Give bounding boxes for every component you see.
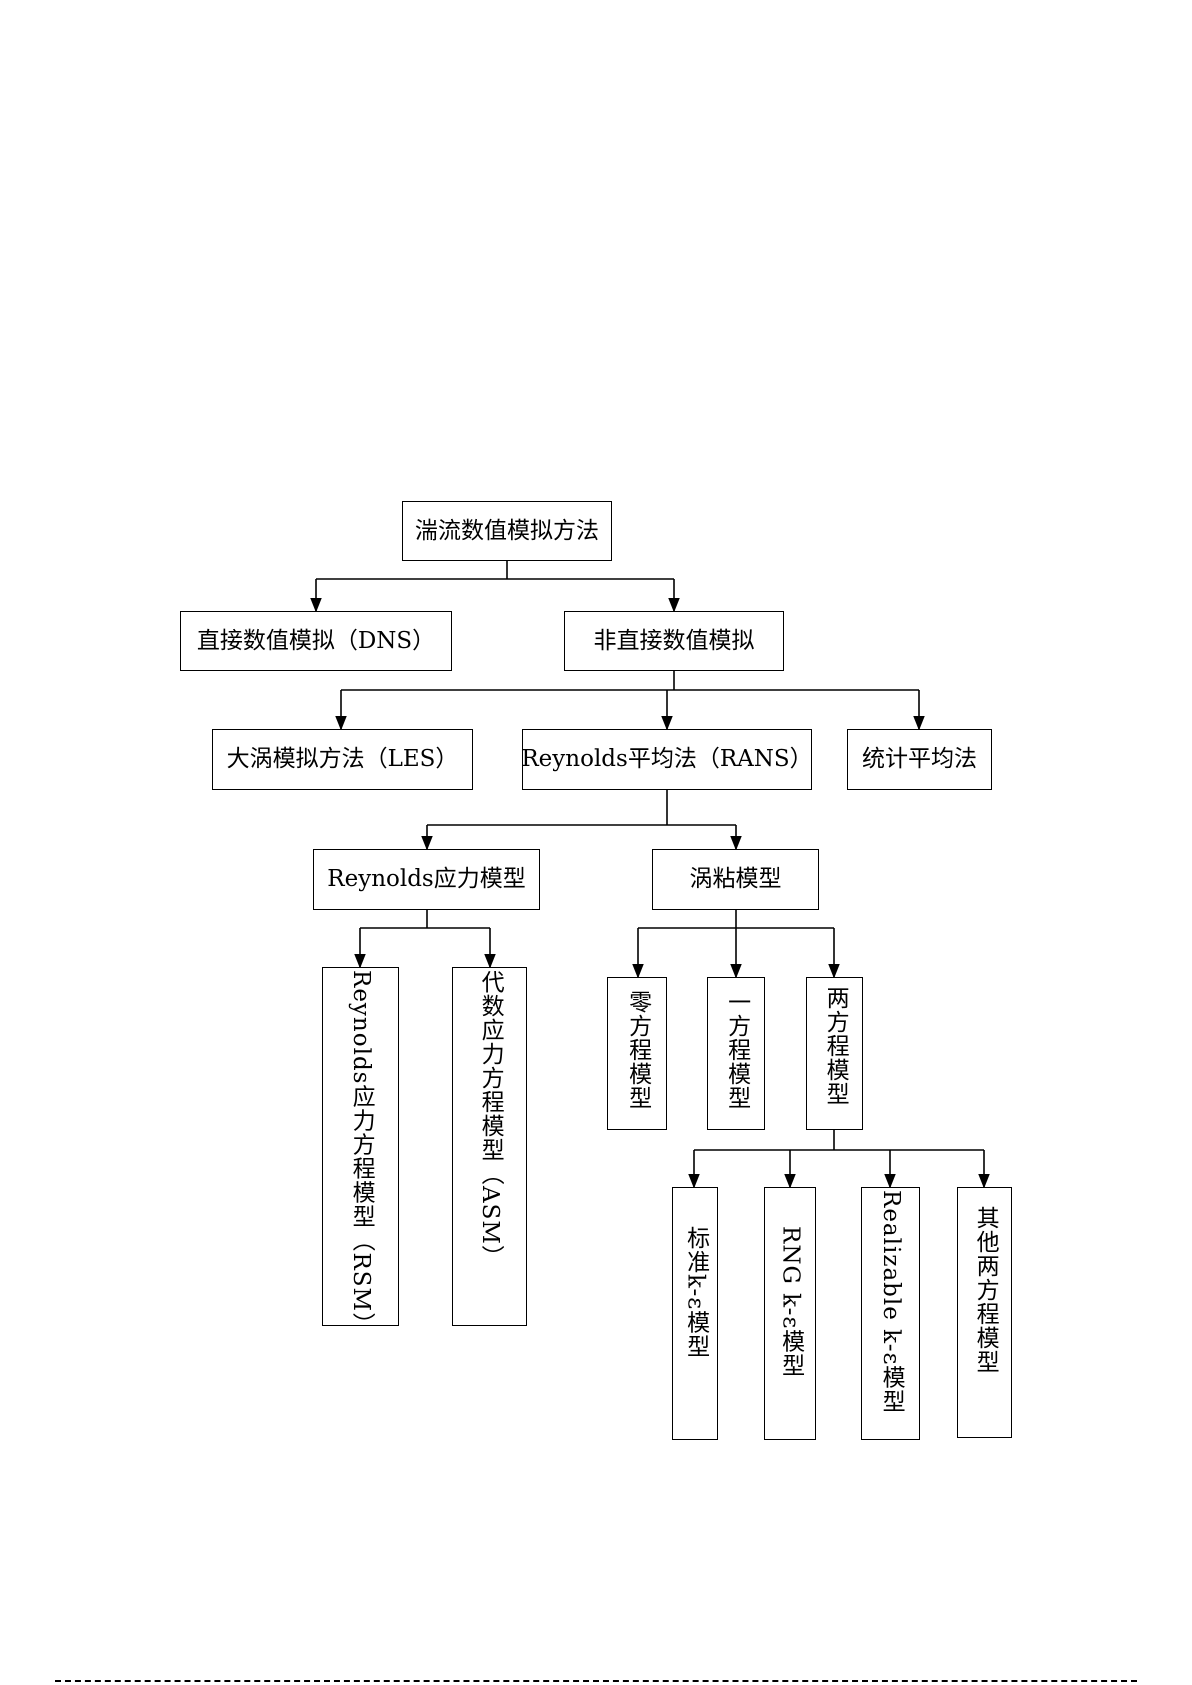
page-bottom-rule [55, 1680, 1137, 1682]
node-non-direct: 非直接数值模拟 [564, 611, 784, 671]
node-realizable-ke-label: Realizable k-ε模型 [878, 1188, 903, 1413]
node-statistical: 统计平均法 [847, 729, 992, 790]
node-one-eq-label: 一方程模型 [723, 978, 748, 1110]
node-zero-eq-label: 零方程模型 [624, 978, 649, 1110]
node-rng-ke-label: RNG k-ε模型 [777, 1188, 802, 1377]
node-rng-ke: RNG k-ε模型 [764, 1187, 816, 1440]
node-rans: Reynolds平均法（RANS） [522, 729, 812, 790]
node-dns: 直接数值模拟（DNS） [180, 611, 452, 671]
node-les: 大涡模拟方法（LES） [212, 729, 473, 790]
node-realizable-ke: Realizable k-ε模型 [861, 1187, 920, 1440]
node-two-eq: 两方程模型 [806, 977, 863, 1130]
node-one-eq: 一方程模型 [707, 977, 765, 1130]
node-root: 湍流数值模拟方法 [402, 501, 612, 561]
node-rsm: Reynolds应力方程模型（RSM） [322, 967, 399, 1326]
node-standard-ke: 标准k-ε模型 [672, 1187, 718, 1440]
node-asm-label: 代数应力方程模型（ASM） [477, 968, 502, 1269]
node-rsm-group: Reynolds应力模型 [313, 849, 540, 910]
node-standard-ke-label: 标准k-ε模型 [682, 1188, 707, 1358]
node-asm: 代数应力方程模型（ASM） [452, 967, 527, 1326]
node-other-two-eq-label: 其他两方程模型 [972, 1188, 997, 1374]
node-two-eq-label: 两方程模型 [822, 978, 847, 1106]
node-zero-eq: 零方程模型 [607, 977, 667, 1130]
node-rsm-label: Reynolds应力方程模型（RSM） [348, 968, 373, 1325]
node-other-two-eq: 其他两方程模型 [957, 1187, 1012, 1438]
node-eddy-viscosity: 涡粘模型 [652, 849, 819, 910]
